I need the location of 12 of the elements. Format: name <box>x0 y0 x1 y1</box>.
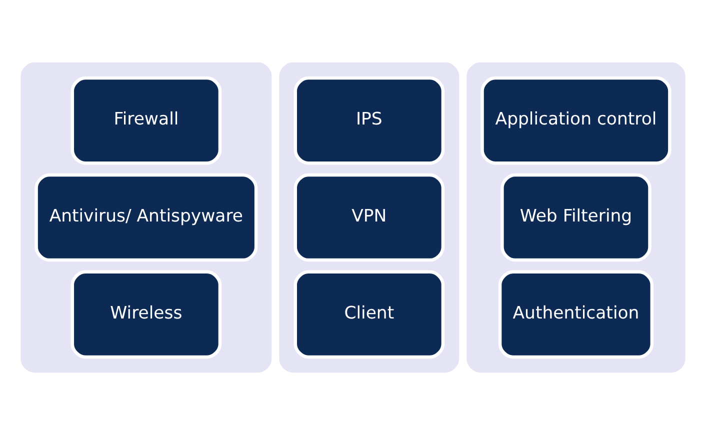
node-box: Web Filtering <box>500 172 652 262</box>
node-box: IPS <box>294 76 445 164</box>
node-box: Antivirus/ Antispyware <box>34 172 258 262</box>
cluster <box>20 62 272 372</box>
node-box: Client <box>294 270 445 358</box>
node-box: Firewall <box>70 76 222 164</box>
node-box: Wireless <box>70 270 222 358</box>
cluster <box>466 62 686 372</box>
node-box: Authentication <box>498 270 654 358</box>
node-box: VPN <box>294 172 445 262</box>
node-box: Application control <box>480 76 672 164</box>
cluster <box>279 62 460 372</box>
